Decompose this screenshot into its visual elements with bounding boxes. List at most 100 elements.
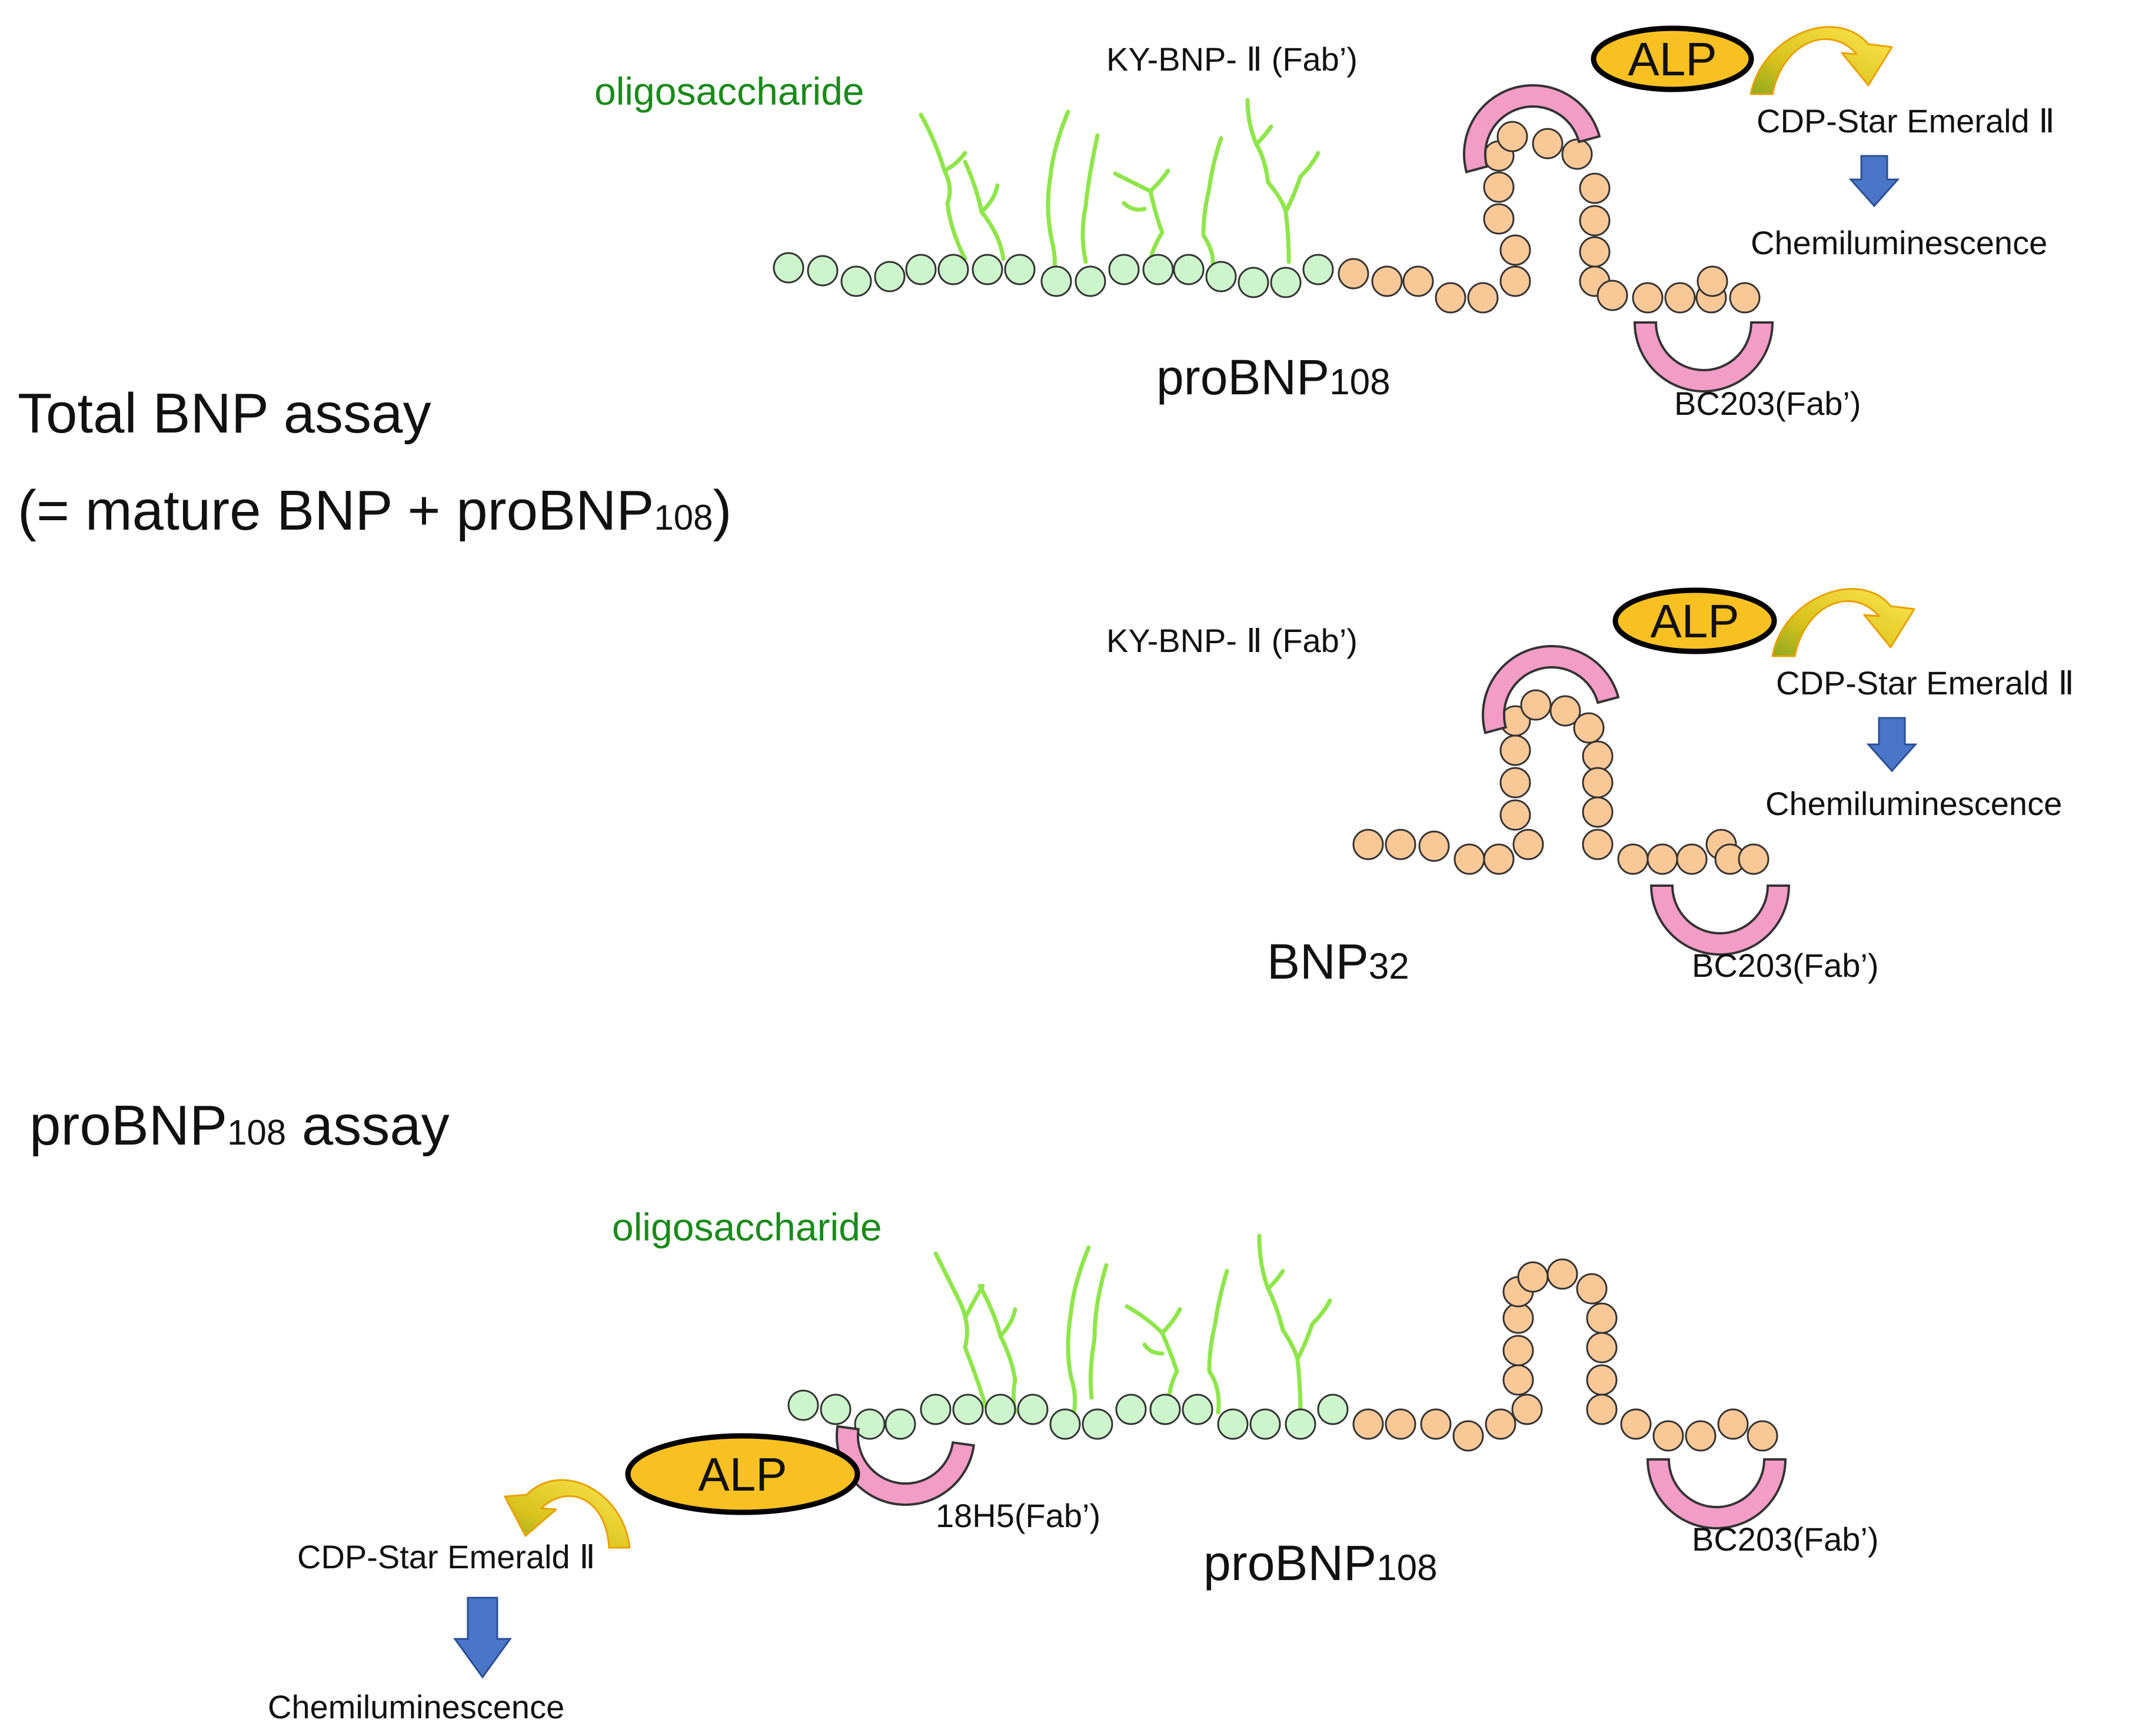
bnp-residue xyxy=(1499,799,1531,831)
bnp-residue xyxy=(1697,265,1728,297)
glycosylated-residue xyxy=(1285,1408,1316,1440)
bnp-residue xyxy=(1586,1302,1618,1334)
curved-arrow xyxy=(1749,26,1893,95)
fab-bc203 xyxy=(1646,1458,1787,1529)
bnp-residue xyxy=(1502,1302,1534,1334)
bnp-residue xyxy=(1485,1408,1516,1440)
fab-ky-bnp-ii xyxy=(1482,645,1620,734)
glycosylated-residue xyxy=(972,254,1003,285)
bnp-residue xyxy=(1546,1258,1578,1290)
alp-enzyme xyxy=(625,1433,860,1515)
bnp-residue xyxy=(1511,1394,1543,1425)
bnp-residue xyxy=(1620,1408,1652,1440)
glycosylated-residue xyxy=(905,254,937,285)
probnp-residue-chain xyxy=(787,1258,1778,1452)
bnp-residue xyxy=(1582,767,1614,799)
substrate-label: CDP-Star Emerald Ⅱ xyxy=(297,1538,596,1575)
panel-probnp-assay: ALP oligosaccharide 18H5(Fab’) CDP-Star … xyxy=(268,1205,1878,1725)
alp-enzyme xyxy=(1612,587,1777,654)
glycosylated-residue xyxy=(820,1394,852,1425)
bnp-residue xyxy=(1420,1408,1452,1440)
glycosylated-residue xyxy=(1017,1394,1049,1425)
down-arrow xyxy=(1848,155,1900,208)
glycosylated-residue xyxy=(1270,267,1302,298)
bnp-residue xyxy=(1685,1420,1717,1452)
glycosylated-residue xyxy=(1249,1408,1281,1440)
bnp-residue xyxy=(1647,843,1678,875)
glycosylated-residue xyxy=(1004,254,1036,285)
bnp-residue xyxy=(1385,829,1416,860)
bnp-residue xyxy=(1582,740,1614,772)
bnp-residue xyxy=(1517,1261,1549,1293)
oligosaccharide-label: oligosaccharide xyxy=(612,1205,882,1249)
heading-total-bnp-assay: Total BNP assay (= mature BNP + proBNP10… xyxy=(18,382,731,542)
bnp-residue xyxy=(1502,1364,1534,1396)
chemiluminescence-label: Chemiluminescence xyxy=(268,1688,564,1725)
glycosylated-residue xyxy=(937,254,969,285)
chemiluminescence-label: Chemiluminescence xyxy=(1765,785,2062,822)
curved-arrow xyxy=(1771,588,1915,657)
alp-enzyme xyxy=(1591,25,1754,92)
panel-total-probnp: ALP oligosaccharide KY-BNP- Ⅱ (Fab’) CDP… xyxy=(594,25,2055,422)
bnp-residue xyxy=(1579,205,1611,237)
glycosylated-residue xyxy=(1149,1394,1181,1425)
bnp-residue xyxy=(1512,829,1544,860)
glycosylated-residue xyxy=(807,255,839,287)
fab-bc203 xyxy=(1633,321,1774,393)
fab-18h5 xyxy=(836,1425,976,1506)
glycosylated-residue xyxy=(1182,1394,1213,1425)
substrate-label: CDP-Star Emerald Ⅱ xyxy=(1776,664,2074,701)
ky-bnp-ii-label: KY-BNP- Ⅱ (Fab’) xyxy=(1106,41,1358,78)
bnp-residue xyxy=(1582,796,1614,828)
oligosaccharide-chains xyxy=(933,1233,1332,1415)
bnp-residue xyxy=(1499,265,1531,297)
bnp-residue xyxy=(1467,282,1499,314)
glycosylated-residue xyxy=(952,1394,984,1425)
probnp-residue-chain xyxy=(773,121,1761,314)
glycosylated-residue xyxy=(1075,265,1106,297)
glycosylated-residue xyxy=(984,1394,1016,1425)
bnp-residue xyxy=(1576,1273,1608,1305)
glycosylated-residue xyxy=(1317,1394,1349,1425)
bnp-residue xyxy=(1617,843,1649,875)
glycosylated-residue xyxy=(920,1394,952,1425)
heading-total-line1: Total BNP assay xyxy=(18,382,431,445)
bnp-residue xyxy=(1582,829,1614,860)
bnp-residue xyxy=(1747,1420,1778,1452)
bnp-residue xyxy=(1579,172,1611,204)
glycosylated-residue xyxy=(874,261,906,292)
bnp-residue xyxy=(1483,843,1515,875)
bnp-residue xyxy=(1483,171,1515,203)
bnp-residue xyxy=(1402,265,1434,297)
bc203-label: BC203(Fab’) xyxy=(1692,947,1878,984)
bnp-residue xyxy=(1573,712,1605,744)
glycosylated-residue xyxy=(1238,267,1269,298)
protein-label: BNP32 xyxy=(1267,934,1409,989)
bnp-residue xyxy=(1652,1420,1684,1452)
glycosylated-residue xyxy=(787,1389,819,1421)
bnp-residue xyxy=(1499,734,1531,766)
bnp-residue xyxy=(1676,843,1708,875)
glycosylated-residue xyxy=(1217,1408,1249,1440)
bnp-residue xyxy=(1385,1408,1416,1440)
bnp-residue xyxy=(1549,695,1581,727)
alp-label: ALP xyxy=(1650,595,1739,647)
heading-total-line2: (= mature BNP + proBNP108) xyxy=(18,479,731,542)
ky-bnp-ii-label: KY-BNP- Ⅱ (Fab’) xyxy=(1106,622,1358,659)
glycosylated-residue xyxy=(1115,1394,1147,1425)
panel-total-bnp32: ALP KY-BNP- Ⅱ (Fab’) CDP-Star Emerald Ⅱ … xyxy=(1106,587,2074,989)
bnp-residue xyxy=(1483,203,1515,235)
bc203-label: BC203(Fab’) xyxy=(1692,1521,1878,1558)
bnp-residue xyxy=(1586,1394,1618,1425)
bnp-residue xyxy=(1738,843,1770,875)
bnp-residue xyxy=(1371,265,1403,297)
bnp-residue xyxy=(1452,1420,1484,1452)
glycosylated-residue xyxy=(1142,254,1174,285)
oligosaccharide-chains xyxy=(919,98,1321,279)
bnp-residue xyxy=(1453,843,1485,875)
glycosylated-residue xyxy=(840,265,872,297)
bnp-residue xyxy=(1579,236,1611,268)
bnp-residue xyxy=(1717,1408,1749,1440)
bnp-residue xyxy=(1418,830,1450,862)
